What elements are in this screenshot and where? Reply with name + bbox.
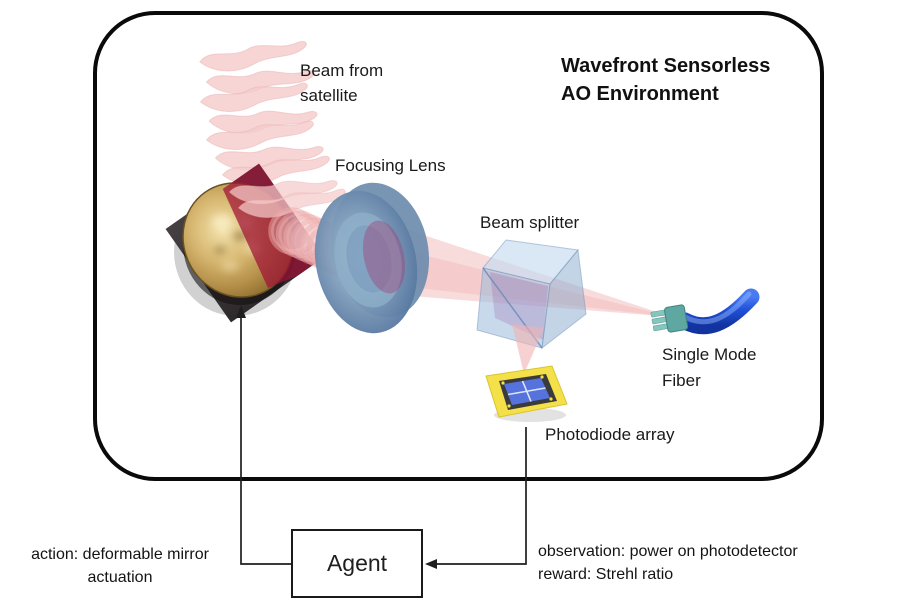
photodiode-bond-dots <box>501 375 553 408</box>
fiber-highlight <box>682 291 752 325</box>
beam-through-lens <box>362 220 406 294</box>
fiber-ferrule <box>650 304 689 333</box>
single-mode-fiber <box>650 288 760 335</box>
fiber-jacket <box>676 288 760 335</box>
focusing-lens <box>314 182 430 334</box>
photodiode-array <box>485 365 568 422</box>
label-photodiode-array: Photodiode array <box>545 425 675 444</box>
label-focusing-lens: Focusing Lens <box>335 156 446 175</box>
label-beam-from-satellite: Beam from satellite <box>300 61 384 105</box>
feedback-loop <box>236 305 527 569</box>
cube-right-face <box>541 248 587 350</box>
annotation-action: action: deformable mirror actuation <box>31 546 209 586</box>
label-beam-splitter: Beam splitter <box>480 213 580 232</box>
observation-arrow <box>436 427 527 565</box>
agent-label: Agent <box>326 550 388 576</box>
action-arrowhead <box>236 305 246 318</box>
annotation-observation: observation: power on photodetector rewa… <box>538 543 798 583</box>
cube-beam-tint <box>490 272 548 340</box>
ferrule-pins <box>650 309 668 332</box>
agent-box: Agent <box>291 529 423 598</box>
observation-arrowhead <box>425 559 437 569</box>
diagram-title: Wavefront Sensorless AO Environment <box>561 55 771 105</box>
label-single-mode-fiber: Single Mode Fiber <box>662 345 757 390</box>
splitter-down-beam <box>512 324 544 374</box>
action-arrow <box>240 312 291 565</box>
environment-boundary <box>93 11 824 481</box>
